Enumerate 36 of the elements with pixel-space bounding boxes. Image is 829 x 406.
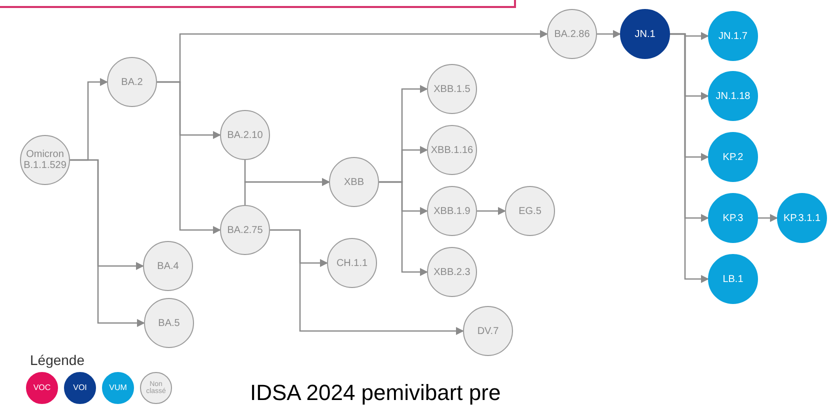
arrow (670, 33, 709, 283)
variant-label: JN.1.7 (718, 30, 748, 42)
variant-label: BA.5 (158, 318, 180, 328)
variant-label: KP.3 (722, 212, 744, 224)
variant-label: XBB.1.9 (434, 206, 470, 216)
legend-label: VUM (109, 384, 127, 392)
variant-label: XBB (344, 176, 364, 188)
arrow (157, 81, 221, 234)
variant-label: DV.7 (477, 326, 499, 336)
arrow (758, 214, 778, 222)
arrow (70, 159, 145, 327)
arrow (477, 207, 506, 215)
variant-label: XBB.1.16 (430, 144, 474, 156)
variant-label: KP.3.1.1 (783, 212, 821, 224)
legend-title: Légende (30, 351, 85, 370)
variant-label: BA.2 (121, 76, 143, 88)
variant-label: BA.4 (157, 260, 179, 272)
arrow (379, 181, 428, 276)
variant-label: BA.2.86 (554, 28, 590, 40)
note-text: IDSA 2024 pemivibart pre (250, 379, 501, 406)
legend-label: VOC (33, 384, 51, 392)
variant-label: JN.1.18 (716, 90, 750, 102)
variant-label: BA.2.10 (227, 130, 263, 140)
variant-label: XBB.1.5 (434, 84, 470, 94)
variant-label: Omicron B.1.1.529 (22, 149, 68, 171)
variant-label: CH.1.1 (336, 258, 368, 268)
arrow (597, 30, 621, 38)
variant-label: BA.2.75 (227, 224, 263, 236)
variant-label: XBB.2.3 (434, 266, 470, 278)
variant-label: KP.2 (722, 152, 744, 162)
variant-label: EG.5 (518, 206, 542, 216)
legend-label: VOI (73, 384, 87, 392)
arrow (244, 178, 330, 205)
arrow (270, 229, 464, 335)
variant-label: JN.1 (634, 28, 656, 40)
variant-label: LB.1 (722, 274, 744, 284)
